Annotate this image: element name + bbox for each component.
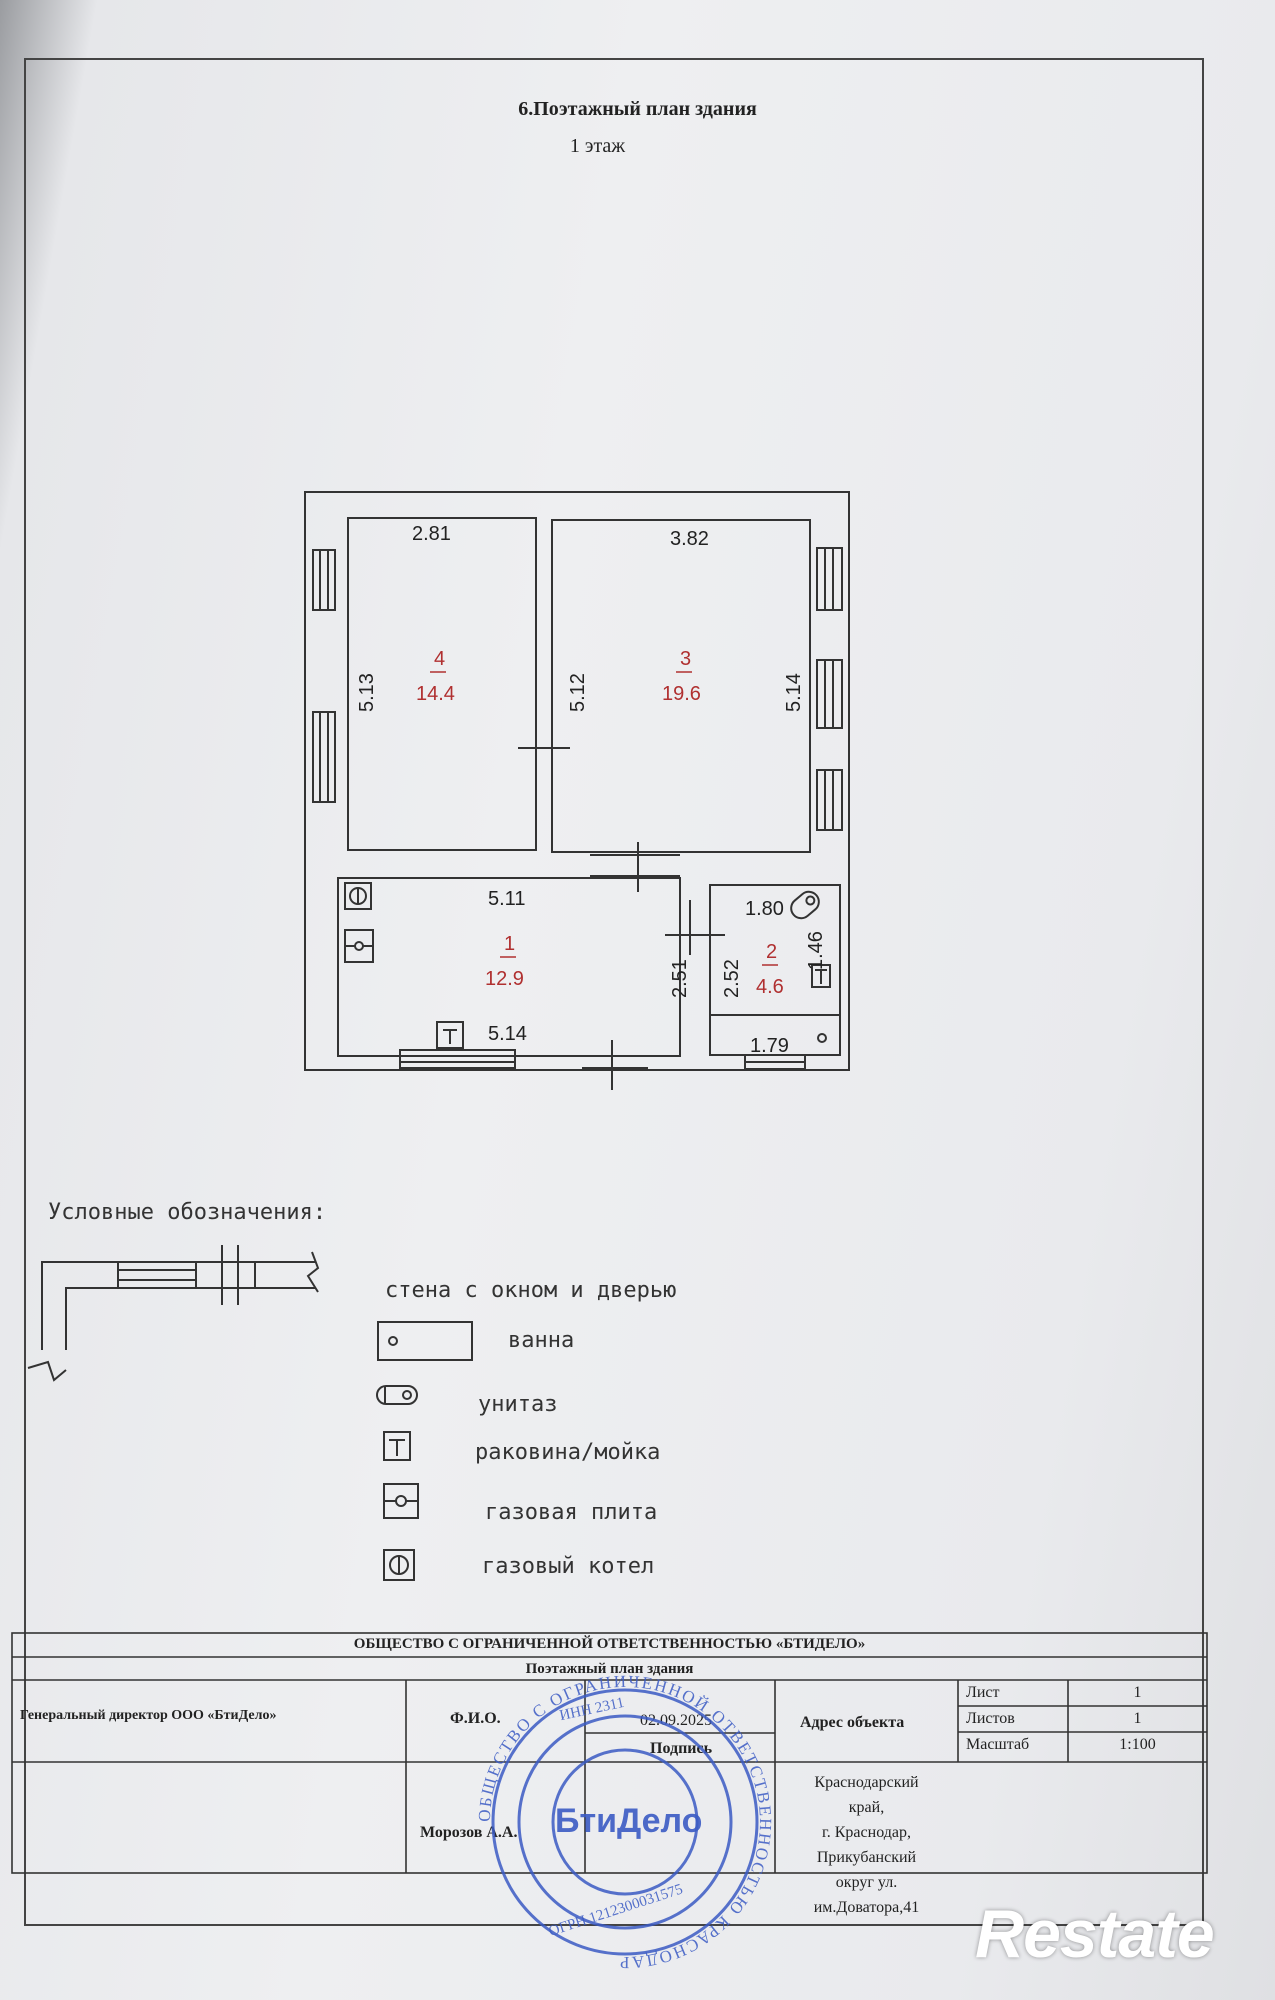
room-2-area: 4.6 xyxy=(756,976,784,998)
floor-label: 1 этаж xyxy=(569,135,626,157)
room-4-height: 5.13 xyxy=(356,673,378,712)
room-4-number: 4 xyxy=(434,648,445,670)
window xyxy=(312,549,336,611)
gas-boiler-icon xyxy=(383,1549,415,1581)
room-1-top: 5.11 xyxy=(488,888,525,910)
window xyxy=(816,769,843,831)
legend-label-toilet: унитаз xyxy=(478,1392,558,1417)
scale-value: 1:100 xyxy=(1119,1736,1156,1753)
legend-label-bath: ванна xyxy=(508,1328,575,1353)
room-1-side: 2.51 xyxy=(669,959,691,998)
watermark-logo: Restate xyxy=(975,1896,1215,1972)
sink-icon xyxy=(436,1021,464,1049)
room-4-area: 14.4 xyxy=(416,683,455,705)
room-4-outline xyxy=(347,517,537,851)
room-4-inner: 5.12 xyxy=(567,673,589,712)
gas-boiler-icon xyxy=(344,882,372,910)
outer-wall xyxy=(304,491,850,1071)
window xyxy=(399,1049,516,1069)
bath-icon xyxy=(377,1321,473,1361)
page-title: 6.Поэтажный план здания xyxy=(518,98,757,120)
room-4-width: 2.81 xyxy=(412,523,451,545)
room-3-outline xyxy=(551,519,811,853)
doc-name: Поэтажный план здания xyxy=(525,1661,694,1677)
sign-label: Подпись xyxy=(650,1740,713,1757)
room-1-number: 1 xyxy=(504,933,515,955)
room-2-top: 1.80 xyxy=(745,898,784,920)
signer-name: Морозов А.А. xyxy=(420,1824,518,1841)
fio-label: Ф.И.О. xyxy=(450,1710,501,1727)
legend-title: Условные обозначения: xyxy=(48,1200,327,1225)
window xyxy=(816,659,843,729)
room-3-area: 19.6 xyxy=(662,683,701,705)
sink-icon xyxy=(811,964,831,988)
toilet-icon xyxy=(790,890,820,920)
room-3-number: 3 xyxy=(680,648,691,670)
org-name: ОБЩЕСТВО С ОГРАНИЧЕННОЙ ОТВЕТСТВЕННОСТЬЮ… xyxy=(353,1636,866,1652)
room-1-area: 12.9 xyxy=(485,968,524,990)
sheet-label: Лист xyxy=(966,1684,1000,1701)
sheet-value: 1 xyxy=(1133,1684,1142,1701)
room-1-bottom: 5.14 xyxy=(488,1023,527,1045)
legend-label-wall: стена с окном и дверью xyxy=(385,1278,677,1303)
room-2-right: 1.46 xyxy=(805,931,827,970)
room-2-number: 2 xyxy=(766,941,777,963)
window xyxy=(816,547,843,611)
legend-symbols xyxy=(27,1245,473,1581)
room-2-bottom: 1.79 xyxy=(750,1035,789,1057)
object-address: Краснодарский край, г. Краснодар, Прикуб… xyxy=(813,1774,920,1916)
scale-label: Масштаб xyxy=(966,1736,1030,1753)
director-label: Генеральный директор ООО «БтиДело» xyxy=(20,1708,277,1723)
window xyxy=(312,711,336,803)
legend-label-boiler: газовый котел xyxy=(482,1554,655,1579)
legend-label-stove: газовая плита xyxy=(485,1500,658,1525)
room-3-width: 3.82 xyxy=(670,528,709,550)
sheets-value: 1 xyxy=(1133,1710,1142,1727)
sheets-label: Листов xyxy=(966,1710,1015,1727)
room-3-height: 5.14 xyxy=(783,673,805,712)
legend-label-sink: раковина/мойка xyxy=(475,1440,661,1465)
toilet-icon xyxy=(376,1385,418,1405)
address-label: Адрес объекта xyxy=(800,1714,905,1731)
bath-drain-icon xyxy=(817,1033,827,1043)
sink-icon xyxy=(383,1431,411,1461)
sign-date: 02.09.2025 xyxy=(640,1712,712,1729)
room-2-side: 2.52 xyxy=(721,959,743,998)
